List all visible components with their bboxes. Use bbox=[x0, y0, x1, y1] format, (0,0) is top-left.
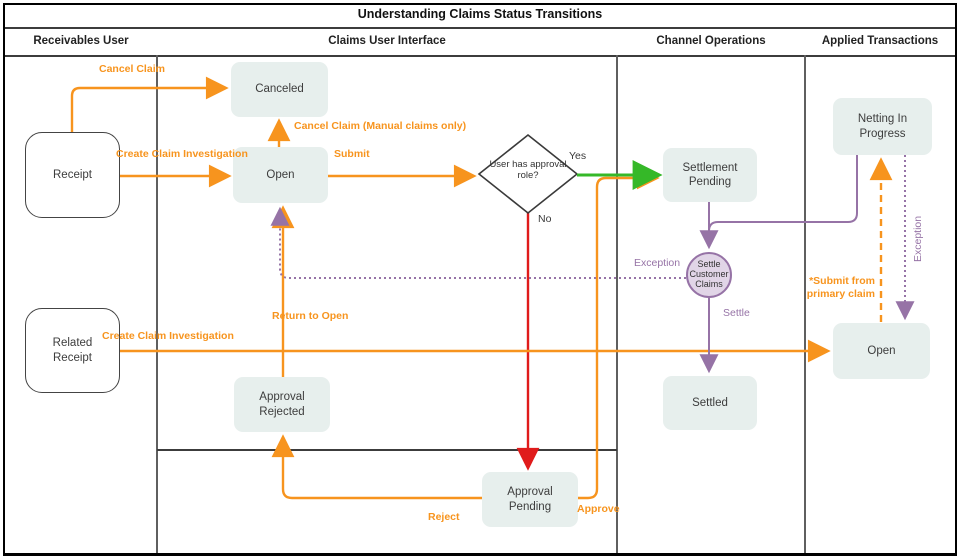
header-separator bbox=[5, 55, 955, 57]
label-create-claim-investigation-bottom: Create Claim Investigation bbox=[102, 330, 234, 342]
node-settlement-pending: Settlement Pending bbox=[663, 148, 757, 202]
lane-divider-2 bbox=[616, 55, 618, 553]
label-cancel-claim-manual: Cancel Claim (Manual claims only) bbox=[294, 120, 467, 132]
node-decision-label: User has approval role? bbox=[489, 159, 567, 181]
label-exception-left: Exception bbox=[634, 257, 681, 269]
node-approval-pending: Approval Pending bbox=[482, 472, 578, 527]
label-yes: Yes bbox=[569, 150, 587, 162]
lane-divider-3 bbox=[804, 55, 806, 553]
label-reject: Reject bbox=[428, 511, 460, 523]
label-submit: Submit bbox=[334, 148, 370, 160]
lane-header-claims-user-interface: Claims User Interface bbox=[328, 35, 446, 47]
node-open-applied: Open bbox=[833, 323, 930, 379]
label-submit-from-primary-claim: *Submit from primary claim bbox=[806, 275, 875, 300]
title-separator bbox=[5, 27, 955, 29]
node-settle-customer-claims: Settle Customer Claims bbox=[686, 252, 732, 298]
label-cancel-claim: Cancel Claim bbox=[99, 63, 165, 75]
label-settle: Settle bbox=[723, 307, 750, 319]
label-approve: Approve bbox=[577, 503, 620, 515]
node-open-claims: Open bbox=[233, 147, 328, 203]
node-related-receipt: Related Receipt bbox=[25, 308, 120, 393]
node-approval-rejected: Approval Rejected bbox=[234, 377, 330, 432]
diagram-border bbox=[3, 3, 957, 556]
lane-header-channel-operations: Channel Operations bbox=[656, 35, 766, 47]
node-settled: Settled bbox=[663, 376, 757, 430]
label-create-claim-investigation-top: Create Claim Investigation bbox=[116, 148, 248, 160]
node-netting-in-progress: Netting In Progress bbox=[833, 98, 932, 155]
label-exception-right: Exception bbox=[912, 215, 924, 262]
lane-header-applied-transactions: Applied Transactions bbox=[821, 35, 939, 47]
lane-header-receivables-user: Receivables User bbox=[33, 35, 129, 47]
claims-lane-bottom-line bbox=[157, 449, 617, 451]
node-receipt: Receipt bbox=[25, 132, 120, 218]
label-no: No bbox=[538, 213, 552, 225]
node-canceled: Canceled bbox=[231, 62, 328, 117]
diagram-title: Understanding Claims Status Transitions bbox=[357, 7, 603, 21]
lane-divider-1 bbox=[156, 55, 158, 553]
label-return-to-open: Return to Open bbox=[272, 310, 349, 322]
